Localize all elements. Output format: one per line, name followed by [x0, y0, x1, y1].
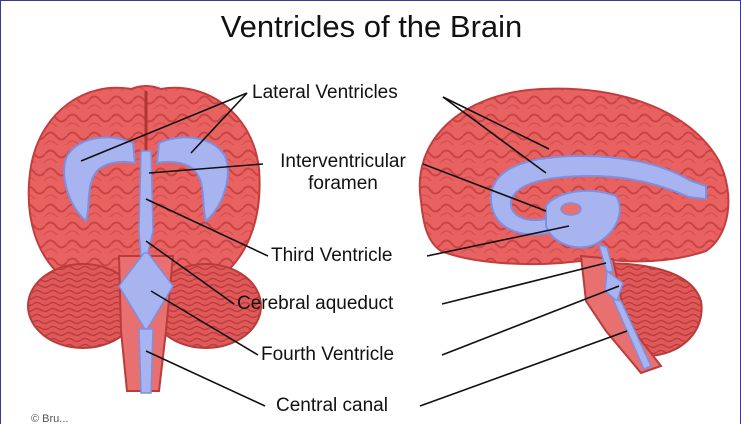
label-third-ventricle: Third Ventricle: [271, 245, 392, 267]
label-interventricular-line2: foramen: [263, 173, 423, 195]
label-central-canal: Central canal: [276, 395, 388, 417]
credit-text: © Bru...: [31, 413, 68, 424]
sagittal-brain-view: [420, 89, 729, 373]
frontal-brain-view: [28, 86, 261, 393]
label-interventricular-foramen: Interventricular foramen: [263, 151, 423, 195]
label-interventricular-line1: Interventricular: [263, 151, 423, 173]
label-fourth-ventricle: Fourth Ventricle: [261, 344, 394, 366]
label-lateral-ventricles: Lateral Ventricles: [252, 82, 398, 104]
label-cerebral-aqueduct: Cerebral aqueduct: [237, 293, 393, 315]
